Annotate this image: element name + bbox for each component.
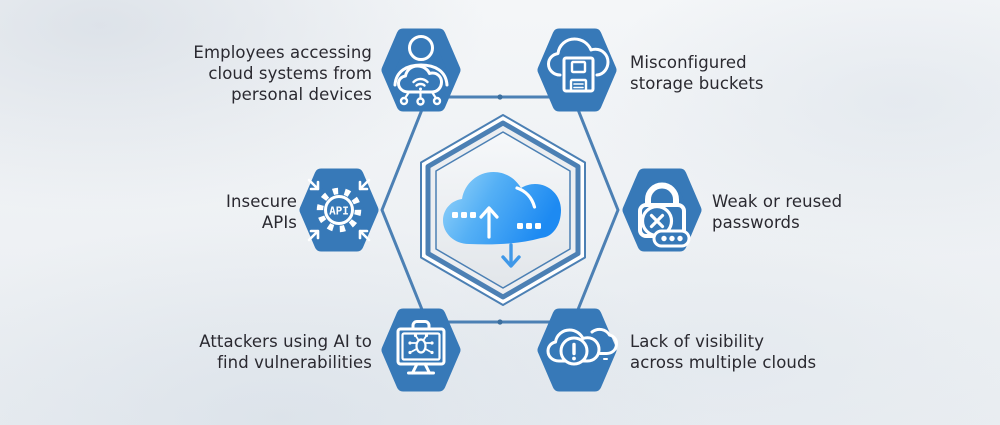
hex-ai-attackers	[376, 304, 466, 396]
label-multicloud-visibility: Lack of visibility across multiple cloud…	[630, 332, 817, 372]
data-dots-right	[517, 223, 541, 229]
bottom-junction-dot	[497, 319, 503, 325]
top-junction-dot	[497, 94, 503, 100]
api-badge-text: API	[329, 205, 349, 218]
api-gear-icon: API	[307, 178, 371, 242]
central-cloud-hexagon	[393, 100, 613, 320]
label-personal-devices: Employees accessing cloud systems from p…	[193, 43, 372, 104]
label-insecure-apis: Insecure APIs	[226, 192, 297, 232]
cloud-upload-download-icon	[443, 172, 561, 268]
label-storage-buckets: Misconfigured storage buckets	[630, 53, 764, 93]
hex-personal-devices	[376, 24, 466, 116]
user-cloud-network-icon	[393, 35, 449, 106]
label-ai-attackers: Attackers using AI to find vulnerabiliti…	[199, 332, 372, 372]
data-dots-left	[452, 212, 476, 218]
hex-insecure-apis: API	[294, 164, 384, 256]
hex-weak-passwords	[617, 164, 707, 256]
label-weak-passwords: Weak or reused passwords	[712, 192, 843, 232]
hex-multicloud-visibility	[532, 304, 622, 396]
hex-storage-buckets	[532, 24, 622, 116]
upload-arrow-icon	[479, 206, 499, 239]
lock-error-password-icon	[638, 182, 691, 248]
clouds-alert-icon	[546, 327, 619, 366]
cloud-highlight	[515, 186, 537, 209]
cloud-floppy-icon	[547, 37, 610, 93]
monitor-ai-chip-icon	[396, 320, 446, 375]
download-arrow-icon	[501, 243, 521, 268]
